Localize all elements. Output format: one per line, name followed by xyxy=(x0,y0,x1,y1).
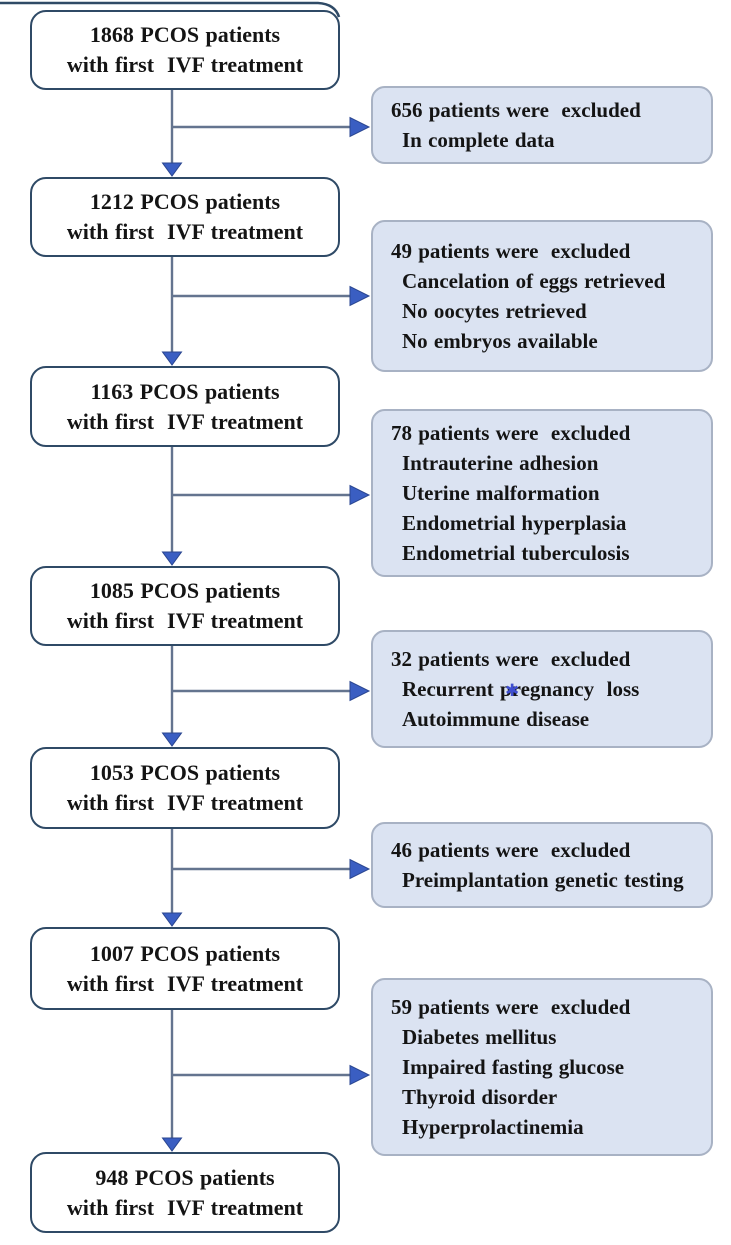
exclusion-box-46: 46 patients were excluded Preimplantatio… xyxy=(371,822,713,908)
exclusion-title: 49 patients were excluded xyxy=(391,239,631,263)
treatment-text: with first IVF treatment xyxy=(66,970,304,996)
exclusion-reason: Preimplantation genetic testing xyxy=(402,868,684,892)
exclusion-reason: In complete data xyxy=(402,128,555,152)
arrow-down-icon xyxy=(161,732,183,747)
flow-box-1163: 1163 PCOS patients with first IVF treatm… xyxy=(30,366,340,447)
exclusion-title: 46 patients were excluded xyxy=(391,838,631,862)
flow-box-948: 948 PCOS patients with first IVF treatme… xyxy=(30,1152,340,1233)
treatment-text: with first IVF treatment xyxy=(66,608,304,633)
exclusion-reason: Diabetes mellitus xyxy=(402,1025,557,1049)
arrow-right-icon xyxy=(349,1064,371,1086)
exclusion-reason: Intrauterine adhesion xyxy=(402,451,599,475)
arrow-down-icon xyxy=(161,162,183,177)
arrow-right-icon xyxy=(349,116,371,138)
connector-6 xyxy=(161,1010,371,1152)
arrow-right-icon xyxy=(349,858,371,880)
exclusion-title: 32 patients were excluded xyxy=(391,647,631,671)
exclusion-title: 59 patients were excluded xyxy=(391,995,631,1019)
exclusion-box-78: 78 patients were excluded Intrauterine a… xyxy=(371,409,713,577)
arrow-right-icon xyxy=(349,680,371,702)
patient-count-text: 948 PCOS patients xyxy=(95,1164,275,1190)
exclusion-reason: Thyroid disorder xyxy=(402,1085,558,1109)
connector-1 xyxy=(161,89,371,177)
exclusion-box-49: 49 patients were excluded Cancelation of… xyxy=(371,220,713,372)
exclusion-reason: Cancelation of eggs retrieved xyxy=(402,269,666,293)
exclusion-reason: No oocytes retrieved xyxy=(402,299,587,323)
connector-3 xyxy=(161,446,371,566)
treatment-text: with first IVF treatment xyxy=(66,408,304,434)
arrow-down-icon xyxy=(161,551,183,566)
exclusion-reason: Endometrial hyperplasia xyxy=(402,511,627,535)
arrow-right-icon xyxy=(349,285,371,307)
flow-box-1212: 1212 PCOS patients with first IVF treatm… xyxy=(30,177,340,257)
exclusion-reason: No embryos available xyxy=(402,329,598,353)
treatment-text: with first IVF treatment xyxy=(66,790,304,815)
patient-count-text: 1868 PCOS patients xyxy=(89,22,281,47)
exclusion-reason: Recurrent pregnancy loss xyxy=(402,677,640,701)
patient-count-text: 1212 PCOS patients xyxy=(89,189,281,214)
flow-box-1007: 1007 PCOS patients with first IVF treatm… xyxy=(30,927,340,1010)
connector-5 xyxy=(161,829,371,927)
ink-artifact: ✱ xyxy=(505,681,520,701)
flow-box-1085: 1085 PCOS patients with first IVF treatm… xyxy=(30,566,340,646)
patient-count-text: 1007 PCOS patients xyxy=(89,940,281,966)
exclusion-box-32: 32 patients were excluded Recurrent preg… xyxy=(371,630,713,748)
arrow-right-icon xyxy=(349,484,371,506)
exclusion-box-59: 59 patients were excluded Diabetes melli… xyxy=(371,978,713,1156)
exclusion-reason: Autoimmune disease xyxy=(402,707,590,731)
exclusion-reason: Hyperprolactinemia xyxy=(402,1115,584,1139)
arrow-down-icon xyxy=(161,912,183,927)
exclusion-reason: Endometrial tuberculosis xyxy=(402,541,630,565)
arrow-down-icon xyxy=(161,351,183,366)
treatment-text: with first IVF treatment xyxy=(66,1194,304,1220)
patient-count-text: 1085 PCOS patients xyxy=(89,578,281,603)
patient-count-text: 1163 PCOS patients xyxy=(90,378,280,404)
connector-2 xyxy=(161,257,371,366)
flow-box-1053: 1053 PCOS patients with first IVF treatm… xyxy=(30,747,340,829)
exclusion-reason: Impaired fasting glucose xyxy=(402,1055,625,1079)
flow-box-1868: 1868 PCOS patients with first IVF treatm… xyxy=(30,10,340,90)
exclusion-reason: Uterine malformation xyxy=(402,481,600,505)
exclusion-title: 78 patients were excluded xyxy=(391,421,631,445)
arrow-down-icon xyxy=(161,1137,183,1152)
treatment-text: with first IVF treatment xyxy=(66,52,304,77)
treatment-text: with first IVF treatment xyxy=(66,219,304,244)
exclusion-box-656: 656 patients were excluded In complete d… xyxy=(371,86,713,164)
patient-count-text: 1053 PCOS patients xyxy=(89,760,281,785)
connector-4 xyxy=(161,646,371,747)
exclusion-title: 656 patients were excluded xyxy=(391,98,641,122)
